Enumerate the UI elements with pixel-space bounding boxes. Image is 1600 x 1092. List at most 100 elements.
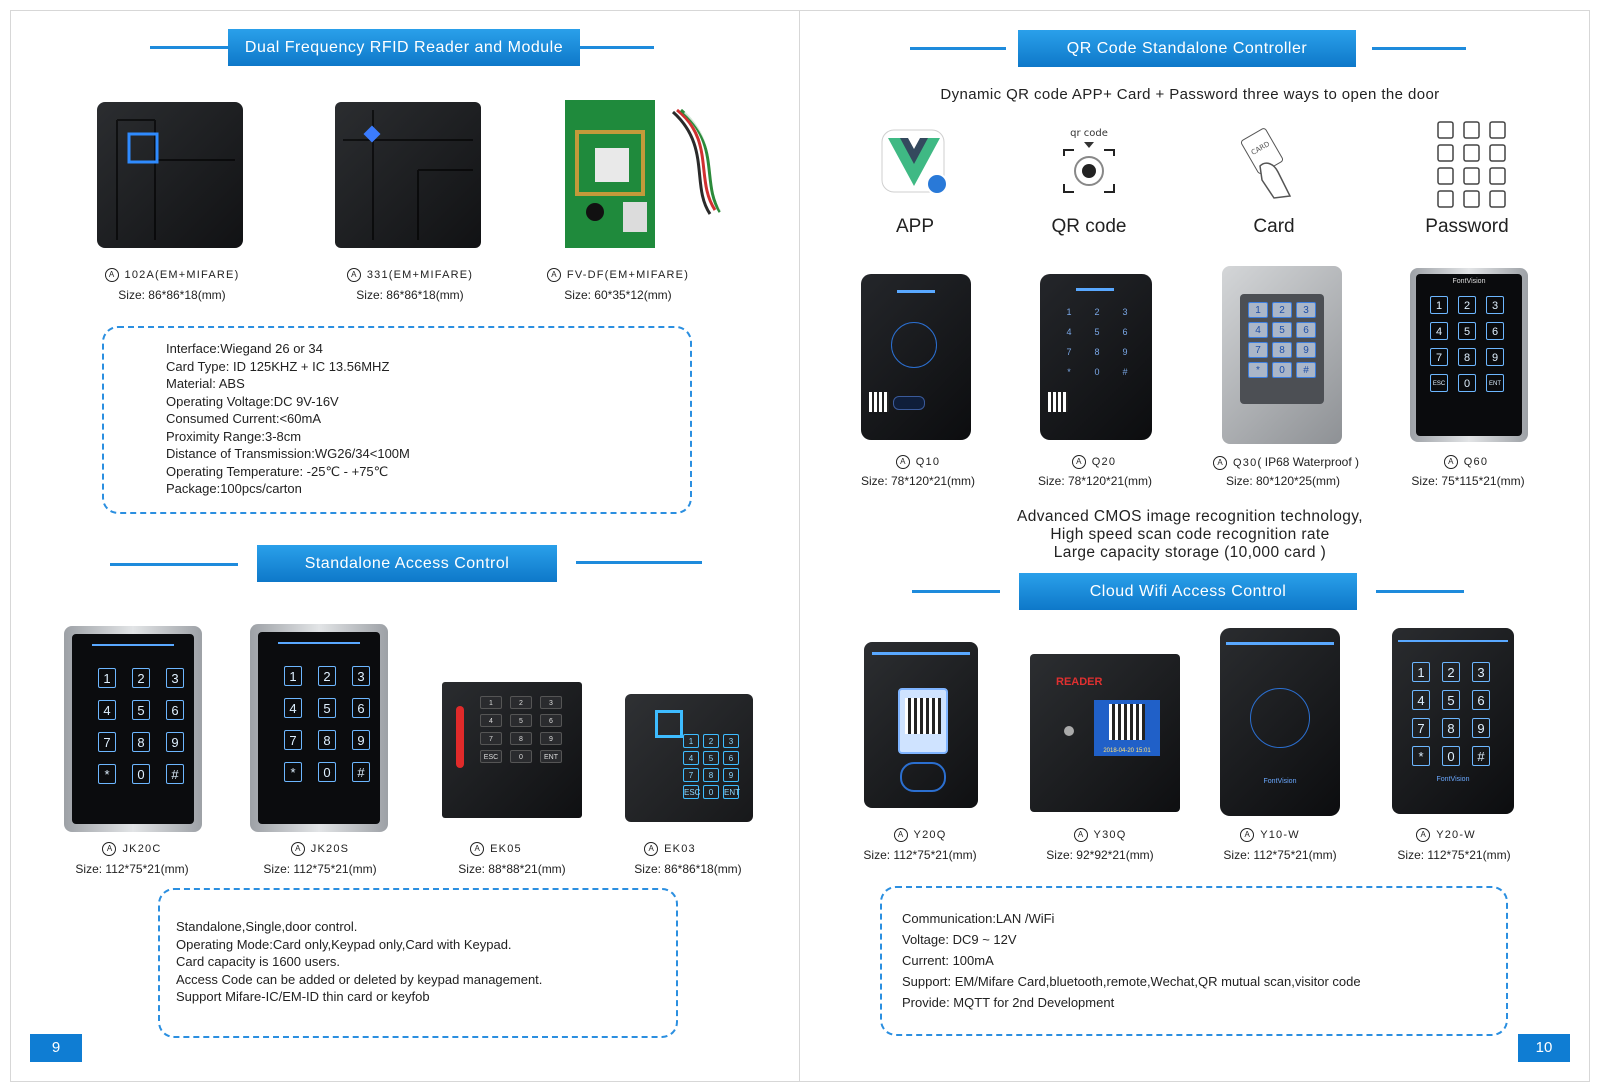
keypad-key: 3: [1122, 307, 1128, 317]
spec-line: Standalone,Single,door control.: [176, 919, 358, 934]
keypad-key: ENT: [1486, 374, 1504, 392]
product-y10w-image: FontVision: [1220, 628, 1340, 816]
product-y20q-image: [864, 642, 978, 808]
keypad-key: 1: [98, 668, 116, 688]
qr-code-caption: qr code: [1070, 128, 1108, 139]
keypad-key: 8: [510, 732, 532, 745]
keypad-key: 0: [1272, 362, 1292, 378]
title-line-left: [110, 563, 238, 566]
keypad-key: 6: [1472, 690, 1490, 710]
product-ek03-size: Size: 86*86*18(mm): [634, 862, 742, 876]
keypad-key: 8: [132, 732, 150, 752]
y20w-brand-logo: FontVision: [1436, 776, 1470, 783]
card-area-square: [655, 710, 683, 738]
keypad-key: 9: [1486, 348, 1504, 366]
spec-line: Operating Voltage:DC 9V-16V: [166, 393, 339, 409]
product-102a-image: [95, 100, 245, 250]
spec-line: Support: EM/Mifare Card,bluetooth,remote…: [902, 974, 1361, 989]
keypad-key: 8: [703, 768, 719, 782]
keypad-key: 4: [1248, 322, 1268, 338]
keypad-key: 9: [540, 732, 562, 745]
keypad-key: 2: [132, 668, 150, 688]
keypad-key: *: [98, 764, 116, 784]
screen-date: 2018-04-20 15:01: [1103, 748, 1151, 754]
keypad-key: 1: [1430, 296, 1448, 314]
spec-line: Material: ABS: [166, 376, 245, 391]
keypad-key: 5: [132, 700, 150, 720]
reader-label: READER: [1056, 676, 1103, 688]
keypad-key: 6: [1486, 322, 1504, 340]
keypad-key: 3: [166, 668, 184, 688]
keypad-key: 8: [1094, 347, 1100, 357]
spec-line: Operating Mode:Card only,Keypad only,Car…: [176, 936, 512, 952]
keypad-key: 7: [480, 732, 502, 745]
indicator-light: [872, 652, 970, 655]
keypad-key: 0: [132, 764, 150, 784]
spec-line: Card capacity is 1600 users.: [176, 954, 341, 969]
product-ek05-size: Size: 88*88*21(mm): [458, 862, 566, 876]
qr-code-image: [1109, 704, 1145, 740]
keypad-key: *: [1412, 746, 1430, 766]
brand-mark-icon: A: [546, 268, 561, 282]
product-y20w-size: Size: 112*75*21(mm): [1397, 848, 1511, 862]
keypad-key: 5: [1094, 327, 1100, 337]
keypad-key: 5: [1458, 322, 1476, 340]
keypad-key: 0: [510, 750, 532, 763]
cloud-section-title: Cloud Wifi Access Control: [1019, 573, 1357, 610]
spec-line: Access Code can be added or deleted by k…: [176, 971, 543, 987]
keypad-key: *: [1067, 367, 1071, 377]
keypad-key: ENT: [723, 785, 740, 799]
keypad-key: 5: [510, 714, 532, 727]
keypad-key: 4: [1412, 690, 1430, 710]
spec-line: Support Mifare-IC/EM-ID thin card or key…: [176, 989, 430, 1004]
title-line-right: [1376, 590, 1464, 593]
spec-line: Operating Temperature: -25℃ - +75℃: [166, 463, 389, 479]
spec-line: Consumed Current:<60mA: [166, 411, 321, 426]
keypad-key: 2: [1442, 662, 1460, 682]
keypad-key: 1: [1248, 302, 1268, 318]
product-jk20s-size: Size: 112*75*21(mm): [263, 862, 377, 876]
keypad-key: #: [352, 762, 370, 782]
qr-subtitle: Dynamic QR code APP+ Card + Password thr…: [940, 86, 1440, 103]
keypad-key: 8: [1442, 718, 1460, 738]
keypad-key: 9: [352, 730, 370, 750]
qr-sticker: [869, 392, 889, 412]
keypad-key: 7: [683, 768, 699, 782]
brand-mark-icon: A: [290, 842, 305, 856]
page-number-right: 10: [1518, 1034, 1570, 1062]
brand-mark-icon: A: [644, 842, 659, 856]
scanner-window: [893, 396, 925, 410]
keypad-key: 1: [1412, 662, 1430, 682]
keypad-key: 9: [1296, 342, 1316, 358]
title-line-right: [576, 561, 702, 564]
keypad-key: #: [1472, 746, 1490, 766]
keypad-key: 0: [1094, 367, 1100, 377]
title-line-right: [1372, 47, 1466, 50]
product-q10-image: [861, 274, 971, 440]
brand-mark-icon: A: [1071, 455, 1086, 469]
keypad-key: #: [1296, 362, 1316, 378]
qr-display: [898, 688, 948, 754]
indicator-light: [92, 644, 174, 646]
keypad-key: 8: [1272, 342, 1292, 358]
keypad-key: 4: [683, 751, 699, 765]
spec-line: Distance of Transmission:WG26/34<100M: [166, 446, 410, 461]
keypad-key: 7: [1430, 348, 1448, 366]
product-q20-size: Size: 78*120*21(mm): [1037, 474, 1153, 488]
standalone-section-title: Standalone Access Control: [257, 545, 557, 582]
spec-line: Communication:LAN /WiFi: [902, 911, 1055, 926]
keypad-key: 5: [703, 751, 719, 765]
cloud-spec-box: Communication:LAN /WiFi Voltage: DC9 ~ 1…: [880, 886, 1508, 1036]
keypad-key: 0: [1442, 746, 1460, 766]
